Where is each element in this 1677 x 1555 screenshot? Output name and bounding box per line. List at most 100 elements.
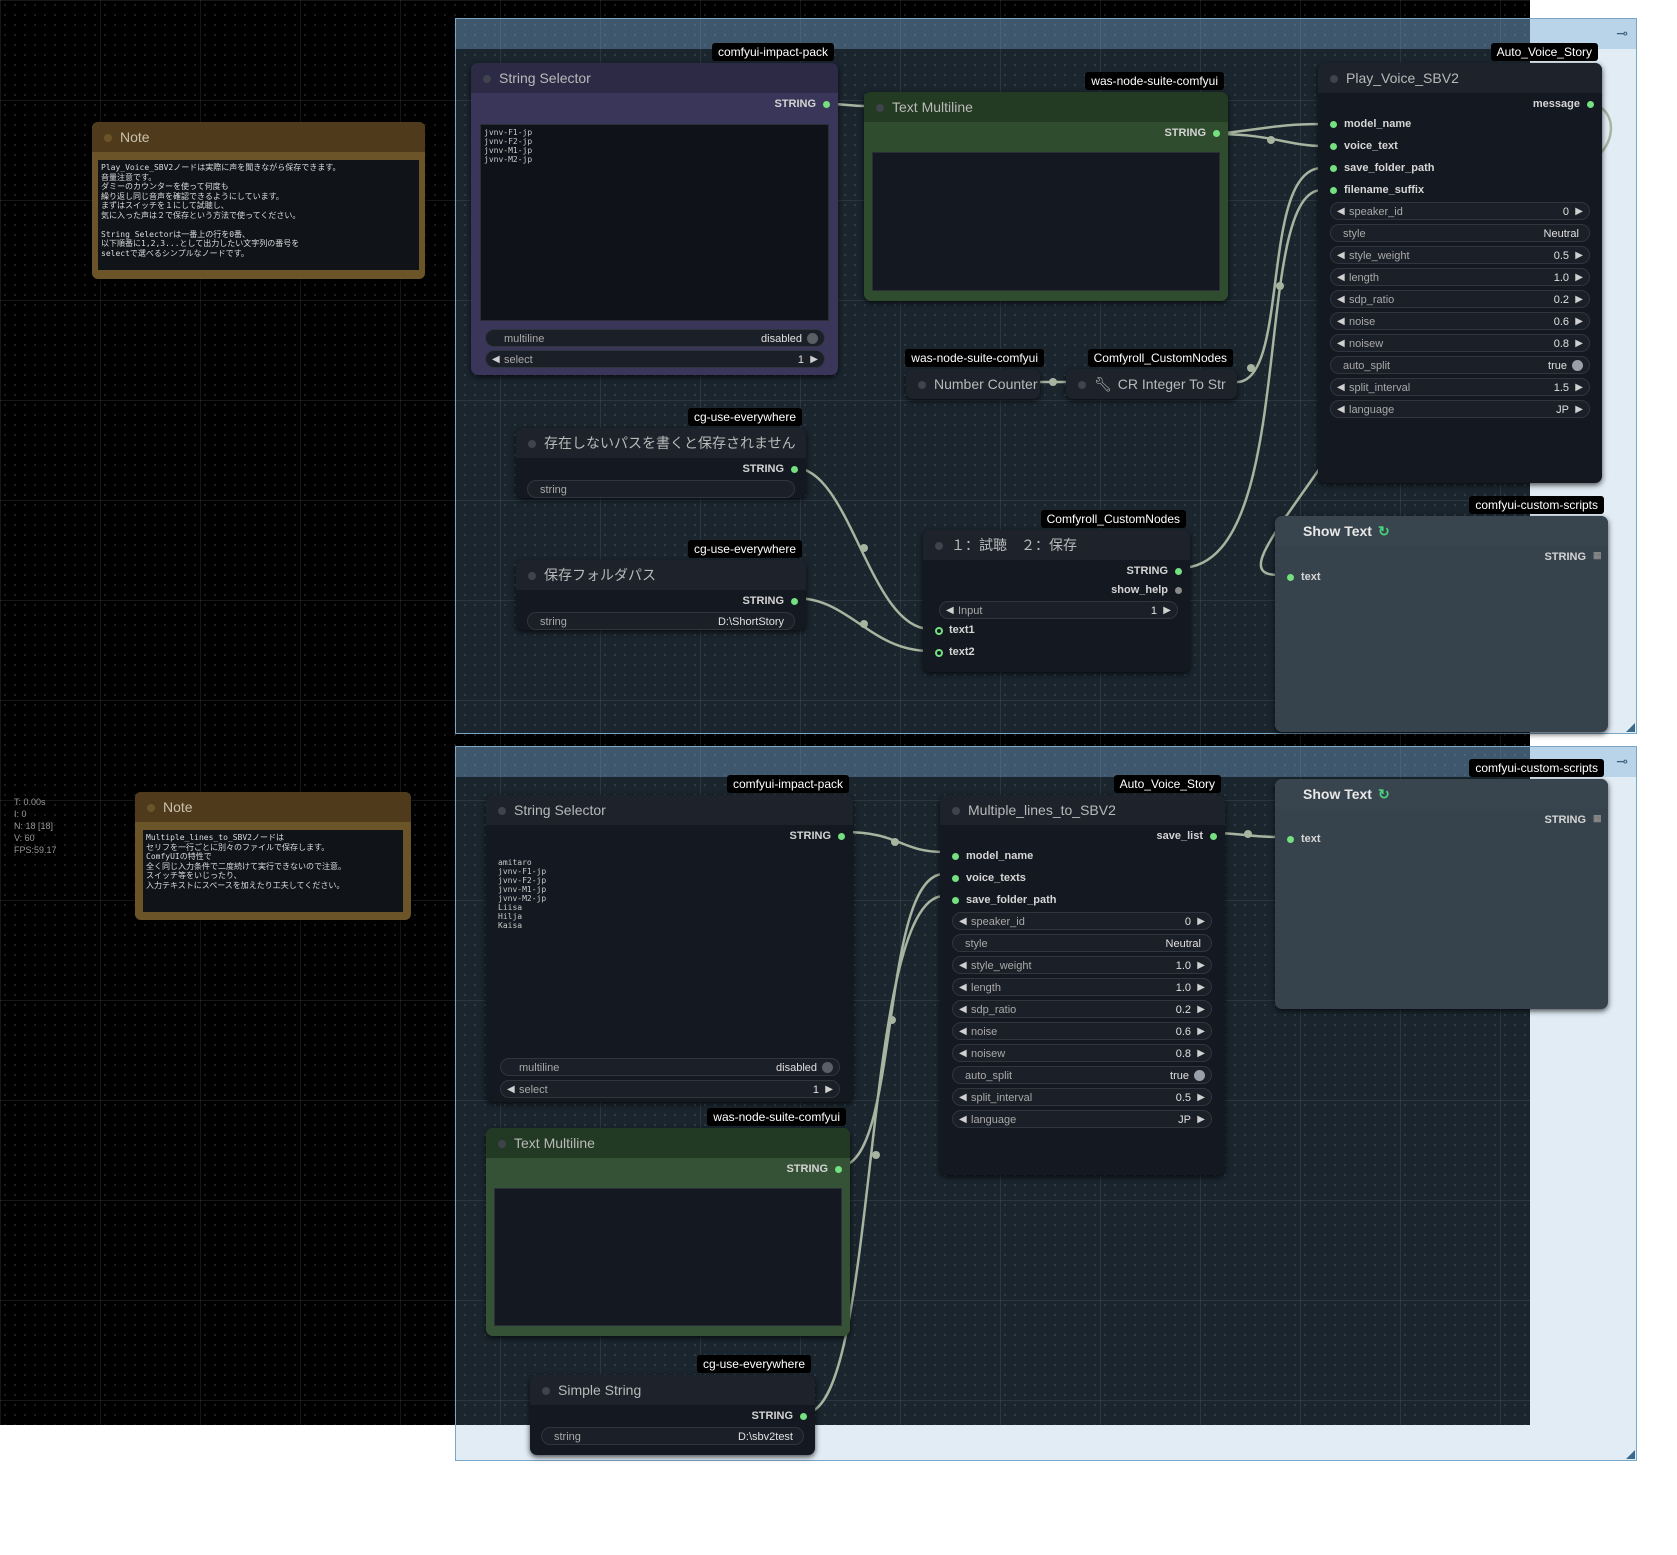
slot-dot[interactable] xyxy=(952,853,959,860)
slot-dot[interactable] xyxy=(1287,836,1294,843)
decrement-arrow-icon[interactable]: ◀ xyxy=(1337,250,1345,261)
pin-icon[interactable]: ⊸ xyxy=(1616,25,1628,41)
output-slot-string[interactable]: STRING xyxy=(1126,565,1182,577)
slot-dot[interactable] xyxy=(835,1166,842,1173)
text-textarea[interactable] xyxy=(494,1188,842,1326)
output-slot-string[interactable]: STRING▦ xyxy=(1544,813,1601,826)
input-slot-filename-suffix[interactable]: filename_suffix xyxy=(1330,184,1424,196)
slot-dot[interactable] xyxy=(935,649,943,657)
select-stepper[interactable]: ◀ select 1 ▶ xyxy=(485,350,825,368)
output-slot-message[interactable]: message xyxy=(1533,98,1594,110)
resize-handle[interactable] xyxy=(1626,1450,1635,1459)
decrement-arrow-icon[interactable]: ◀ xyxy=(959,982,967,993)
decrement-arrow-icon[interactable]: ◀ xyxy=(946,605,954,616)
node-title[interactable]: Play_Voice_SBV2 xyxy=(1318,63,1602,93)
output-slot-string[interactable]: STRING xyxy=(786,1163,842,1175)
decrement-arrow-icon[interactable]: ◀ xyxy=(507,1084,515,1095)
group-bottom-header[interactable] xyxy=(456,747,1636,777)
grid-icon[interactable]: ▦ xyxy=(1593,813,1602,823)
decrement-arrow-icon[interactable]: ◀ xyxy=(959,1092,967,1103)
increment-arrow-icon[interactable]: ▶ xyxy=(1197,916,1205,927)
note-title[interactable]: Note xyxy=(135,792,411,822)
note-title[interactable]: Note xyxy=(92,122,425,152)
slot-dot[interactable] xyxy=(1175,568,1182,575)
text-textarea[interactable] xyxy=(872,152,1220,291)
output-slot-string[interactable]: STRING▦ xyxy=(1544,550,1601,563)
increment-arrow-icon[interactable]: ▶ xyxy=(1575,404,1583,415)
slot-dot[interactable] xyxy=(800,1413,807,1420)
multiline-toggle[interactable]: multiline disabled xyxy=(485,329,825,347)
toggle-knob[interactable] xyxy=(1572,360,1583,371)
increment-arrow-icon[interactable]: ▶ xyxy=(1575,206,1583,217)
decrement-arrow-icon[interactable]: ◀ xyxy=(959,916,967,927)
play-voice-sbv2-node[interactable]: Auto_Voice_Story Play_Voice_SBV2 message… xyxy=(1318,43,1602,483)
decrement-arrow-icon[interactable]: ◀ xyxy=(1337,404,1345,415)
increment-arrow-icon[interactable]: ▶ xyxy=(1575,250,1583,261)
slot-dot[interactable] xyxy=(1330,121,1337,128)
increment-arrow-icon[interactable]: ▶ xyxy=(810,354,818,365)
increment-arrow-icon[interactable]: ▶ xyxy=(1575,272,1583,283)
increment-arrow-icon[interactable]: ▶ xyxy=(1575,316,1583,327)
decrement-arrow-icon[interactable]: ◀ xyxy=(1337,272,1345,283)
decrement-arrow-icon[interactable]: ◀ xyxy=(959,1026,967,1037)
decrement-arrow-icon[interactable]: ◀ xyxy=(1337,316,1345,327)
slot-dot[interactable] xyxy=(935,627,943,635)
group-top-header[interactable] xyxy=(456,19,1636,49)
resize-handle[interactable] xyxy=(1626,723,1635,732)
output-slot-string[interactable]: STRING xyxy=(742,595,798,607)
input-stepper[interactable]: ◀ Input 1 ▶ xyxy=(939,601,1178,619)
note-top[interactable]: Note Play_Voice_SBV2ノードは実際に声を聞きながら保存できます… xyxy=(92,122,425,279)
increment-arrow-icon[interactable]: ▶ xyxy=(1197,1114,1205,1125)
toggle-knob[interactable] xyxy=(807,333,818,344)
increment-arrow-icon[interactable]: ▶ xyxy=(1575,294,1583,305)
decrement-arrow-icon[interactable]: ◀ xyxy=(959,1048,967,1059)
increment-arrow-icon[interactable]: ▶ xyxy=(1163,605,1171,616)
node-title[interactable]: Text Multiline xyxy=(486,1128,850,1158)
increment-arrow-icon[interactable]: ▶ xyxy=(1575,382,1583,393)
node-title[interactable]: 存在しないパスを書くと保存されません xyxy=(516,428,806,458)
toggle-knob[interactable] xyxy=(1194,1070,1205,1081)
note-text[interactable]: Multiple_lines_to_SBV2ノードは セリフを一行ごとに別々のフ… xyxy=(143,830,403,912)
pin-icon[interactable]: ⊸ xyxy=(1616,753,1628,769)
slot-dot[interactable] xyxy=(1210,833,1217,840)
input-slot-voice-text[interactable]: voice_text xyxy=(1330,140,1398,152)
slot-dot[interactable] xyxy=(952,875,959,882)
string-node-save-folder[interactable]: cg-use-everywhere 保存フォルダパス STRING string… xyxy=(516,540,806,630)
increment-arrow-icon[interactable]: ▶ xyxy=(1197,1048,1205,1059)
output-slot-save-list[interactable]: save_list xyxy=(1157,830,1217,842)
decrement-arrow-icon[interactable]: ◀ xyxy=(1337,294,1345,305)
input-slot-model-name[interactable]: model_name xyxy=(952,850,1033,862)
slot-dot[interactable] xyxy=(1330,165,1337,172)
string-field[interactable]: string D:\sbv2test xyxy=(541,1427,804,1445)
node-title[interactable]: 🔧︎CR Integer To Str xyxy=(1066,369,1237,399)
multiline-toggle[interactable]: multiline disabled xyxy=(500,1058,840,1076)
slot-dot[interactable] xyxy=(1330,187,1337,194)
note-text[interactable]: Play_Voice_SBV2ノードは実際に声を聞きながら保存できます。 音量注… xyxy=(98,160,419,270)
slot-dot[interactable] xyxy=(1287,574,1294,581)
node-title[interactable]: Show Text↻ xyxy=(1275,779,1608,809)
slot-dot[interactable] xyxy=(838,833,845,840)
toggle-knob[interactable] xyxy=(822,1062,833,1073)
increment-arrow-icon[interactable]: ▶ xyxy=(1575,338,1583,349)
node-title[interactable]: 保存フォルダパス xyxy=(516,560,806,590)
node-title[interactable]: Text Multiline xyxy=(864,92,1228,122)
string-field[interactable]: string xyxy=(527,480,795,498)
decrement-arrow-icon[interactable]: ◀ xyxy=(1337,382,1345,393)
decrement-arrow-icon[interactable]: ◀ xyxy=(1337,206,1345,217)
strings-textarea[interactable]: jvnv-F1-jp jvnv-F2-jp jvnv-M1-jp jvnv-M2… xyxy=(480,124,829,321)
show-text-node[interactable]: comfyui-custom-scripts Show Text↻ STRING… xyxy=(1275,496,1608,732)
increment-arrow-icon[interactable]: ▶ xyxy=(1197,982,1205,993)
node-title[interactable]: Number Counter xyxy=(906,369,1040,399)
output-slot-string[interactable]: STRING xyxy=(742,463,798,475)
